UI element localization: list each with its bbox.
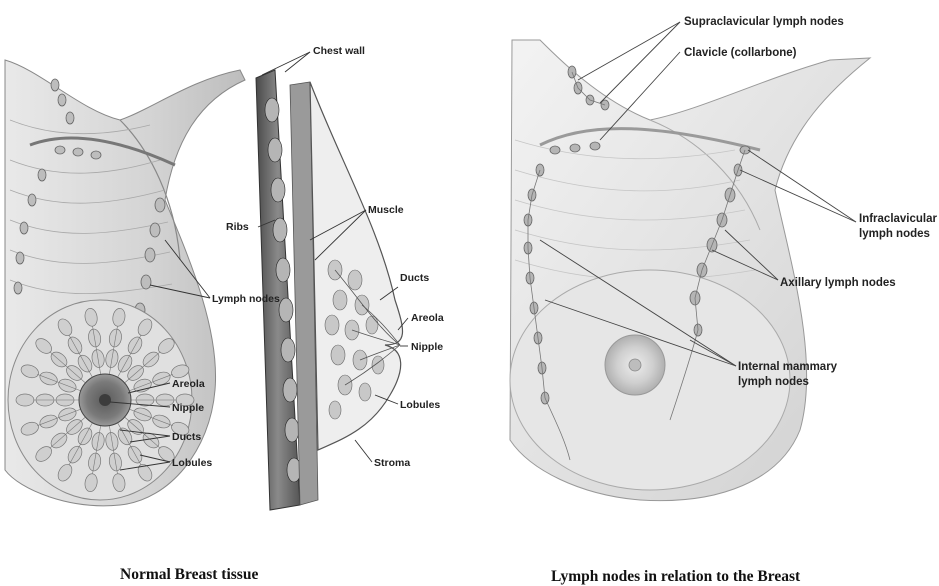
label-clavicle: Clavicle (collarbone) bbox=[684, 47, 797, 59]
label-areola-side: Areola bbox=[411, 312, 444, 324]
label-internal-mammary-1: Internal mammary bbox=[738, 361, 838, 373]
label-axillary: Axillary lymph nodes bbox=[780, 277, 896, 289]
label-ribs: Ribs bbox=[226, 221, 249, 233]
label-lymph-nodes: Lymph nodes bbox=[212, 293, 280, 305]
label-areola-front: Areola bbox=[172, 378, 205, 390]
label-ducts-front: Ducts bbox=[172, 431, 201, 443]
label-lobules-side: Lobules bbox=[400, 399, 440, 411]
label-muscle: Muscle bbox=[368, 204, 404, 216]
label-nipple-front: Nipple bbox=[172, 402, 204, 414]
label-nipple-side: Nipple bbox=[411, 341, 443, 353]
sagittal-breast-illustration bbox=[256, 70, 403, 510]
label-internal-mammary-2: lymph nodes bbox=[738, 376, 809, 388]
label-stroma: Stroma bbox=[374, 457, 410, 469]
label-infraclavicular-2: lymph nodes bbox=[859, 228, 930, 240]
label-chest-wall: Chest wall bbox=[313, 45, 365, 57]
front-breast-illustration bbox=[5, 60, 245, 506]
caption-lymph-nodes-breast: Lymph nodes in relation to the Breast bbox=[551, 568, 800, 586]
label-lobules-front: Lobules bbox=[172, 457, 212, 469]
lymph-node-illustration bbox=[510, 40, 870, 501]
label-infraclavicular-1: Infraclavicular bbox=[859, 213, 938, 225]
lobule bbox=[16, 394, 34, 406]
label-ducts-side: Ducts bbox=[400, 272, 429, 284]
caption-normal-breast-tissue: Normal Breast tissue bbox=[120, 566, 258, 584]
label-supraclavicular: Supraclavicular lymph nodes bbox=[684, 16, 844, 28]
